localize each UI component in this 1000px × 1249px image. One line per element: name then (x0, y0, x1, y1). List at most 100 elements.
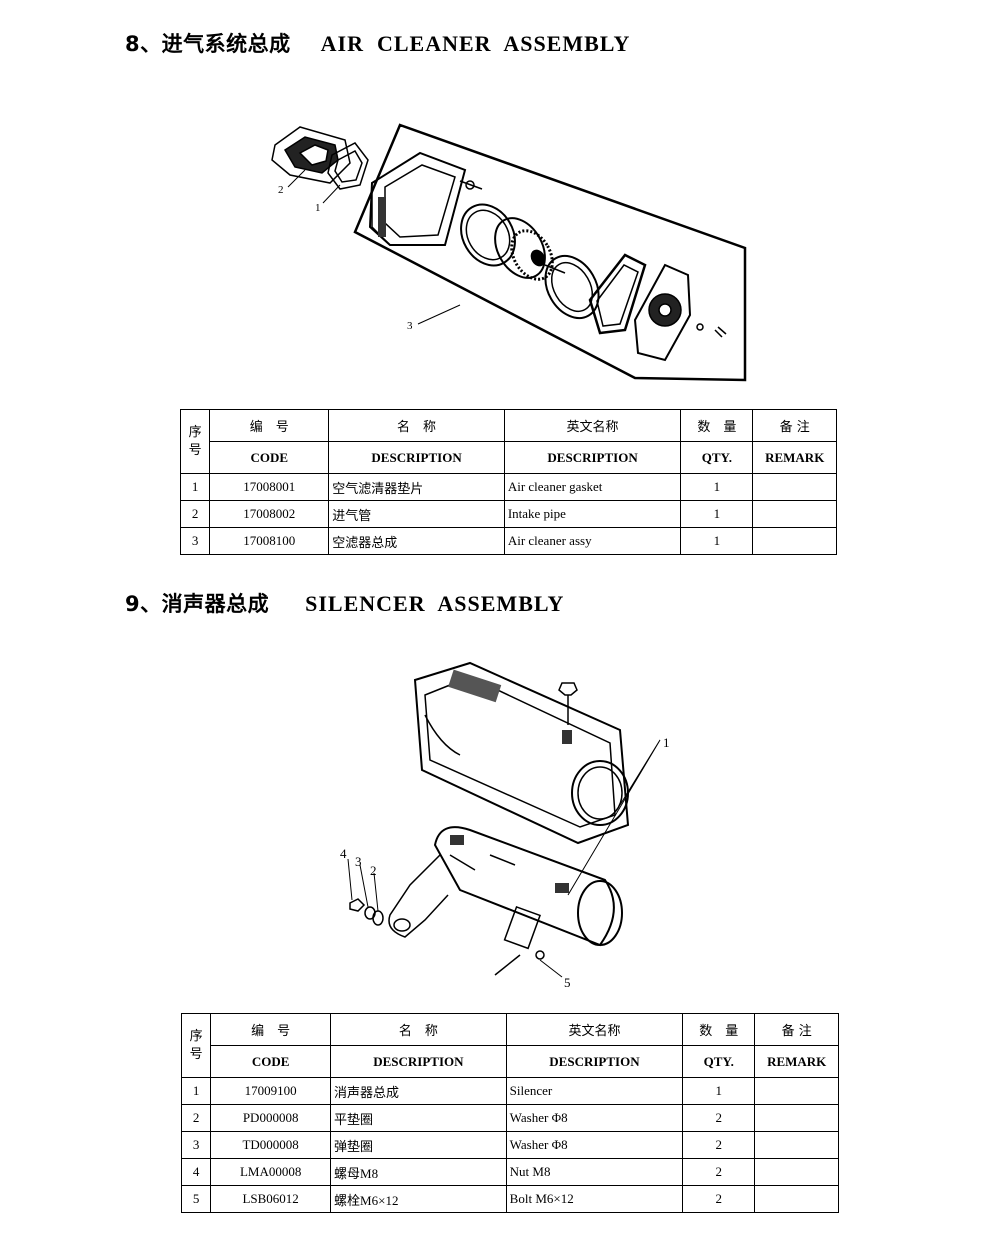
row-code: PD000008 (210, 1104, 332, 1132)
row-desc-en: Nut M8 (505, 1158, 684, 1186)
row-remark (754, 1185, 839, 1213)
table-row: 1 17008001 空气滤清器垫片 Air cleaner gasket 1 (179, 473, 837, 501)
parts-table-silencer: 序 号 编 号 名 称 英文名称 数 量 备 注 CODE DESCRIPTIO… (180, 1013, 839, 1213)
row-qty: 1 (680, 473, 754, 501)
header-seq: 序 号 (179, 409, 211, 474)
row-no: 1 (179, 473, 211, 501)
row-remark (752, 527, 837, 555)
row-remark (752, 500, 837, 528)
section-number-cn: 8、进气系统总成 (125, 32, 291, 56)
row-desc-cn: 空滤器总成 (328, 527, 505, 555)
row-desc-cn: 消声器总成 (330, 1077, 507, 1105)
row-remark (752, 473, 837, 501)
callout-3: 3 (355, 854, 362, 869)
row-code: LSB06012 (210, 1185, 332, 1213)
header-edesc-en: DESCRIPTION (505, 1045, 684, 1078)
row-no: 4 (180, 1158, 212, 1186)
header-remark-cn: 备 注 (752, 409, 837, 442)
row-qty: 2 (682, 1185, 756, 1213)
cleaner-housing-drawing (368, 151, 467, 246)
header-qty-en: QTY. (680, 441, 754, 474)
header-remark-cn: 备 注 (754, 1013, 839, 1046)
row-remark (754, 1104, 839, 1132)
row-code: 17008001 (209, 473, 330, 501)
callout-2: 2 (370, 863, 377, 878)
row-qty: 1 (680, 500, 754, 528)
header-code-cn: 编 号 (209, 409, 330, 442)
section-title-en: SILENCER ASSEMBLY (305, 591, 565, 616)
row-qty: 2 (682, 1131, 756, 1159)
callout-1: 1 (663, 735, 670, 750)
row-qty: 2 (682, 1158, 756, 1186)
row-remark (754, 1158, 839, 1186)
header-remark-en: REMARK (752, 441, 837, 474)
row-qty: 1 (682, 1077, 756, 1105)
filter-element-drawing (494, 217, 554, 281)
heat-shield-drawing (413, 661, 630, 845)
row-remark (754, 1077, 839, 1105)
muffler-drawing (388, 826, 623, 976)
section-title-en: AIR CLEANER ASSEMBLY (320, 31, 631, 56)
callout-1: 1 (315, 202, 321, 214)
section-number-cn: 9、消声器总成 (125, 592, 270, 616)
header-desc-en: DESCRIPTION (330, 1045, 507, 1078)
row-desc-en: Washer Φ8 (505, 1104, 684, 1132)
table-row: 2 PD000008 平垫圈 Washer Φ8 2 (180, 1104, 839, 1132)
row-no: 2 (179, 500, 211, 528)
header-qty-cn: 数 量 (680, 409, 754, 442)
row-desc-cn: 平垫圈 (330, 1104, 507, 1132)
row-desc-cn: 空气滤清器垫片 (328, 473, 505, 501)
header-edesc-cn: 英文名称 (505, 1013, 684, 1046)
table-row: 1 17009100 消声器总成 Silencer 1 (180, 1077, 839, 1105)
intake-pipe-drawing (271, 126, 351, 184)
header-desc-en: DESCRIPTION (328, 441, 505, 474)
callout-4: 4 (340, 846, 347, 861)
header-code-cn: 编 号 (210, 1013, 332, 1046)
header-qty-cn: 数 量 (682, 1013, 756, 1046)
gasket-drawing (327, 142, 369, 190)
callout-2: 2 (278, 184, 284, 196)
header-edesc-en: DESCRIPTION (503, 441, 682, 474)
row-desc-en: Air cleaner assy (503, 527, 682, 555)
row-qty: 1 (680, 527, 754, 555)
table-row: 3 17008100 空滤器总成 Air cleaner assy 1 (179, 527, 837, 555)
row-no: 5 (180, 1185, 212, 1213)
row-desc-en: Silencer (505, 1077, 684, 1105)
header-qty-en: QTY. (682, 1045, 756, 1078)
air-cleaner-exploded-diagram: 2 1 3 (271, 123, 747, 382)
row-desc-en: Intake pipe (503, 500, 682, 528)
callout-5: 5 (564, 975, 571, 990)
header-edesc-cn: 英文名称 (503, 409, 682, 442)
table-row: 4 LMA00008 螺母M8 Nut M8 2 (180, 1158, 839, 1186)
parts-table-air-cleaner: 序 号 编 号 名 称 英文名称 数 量 备 注 CODE DESCRIPTIO… (179, 409, 837, 555)
row-no: 3 (179, 527, 211, 555)
header-desc-cn: 名 称 (330, 1013, 507, 1046)
row-code: 17009100 (210, 1077, 332, 1105)
row-qty: 2 (682, 1104, 756, 1132)
table-row: 2 17008002 进气管 Intake pipe 1 (179, 500, 837, 528)
row-code: TD000008 (210, 1131, 332, 1159)
header-seq-label: 序 号 (188, 424, 202, 458)
section-title-silencer: 9、消声器总成 SILENCER ASSEMBLY (125, 588, 564, 618)
header-remark-en: REMARK (754, 1045, 839, 1078)
header-seq-label: 序 号 (189, 1028, 203, 1062)
header-code-en: CODE (210, 1045, 332, 1078)
row-desc-en: Washer Φ8 (505, 1131, 684, 1159)
row-code: 17008100 (209, 527, 330, 555)
row-no: 3 (180, 1131, 212, 1159)
row-code: 17008002 (209, 500, 330, 528)
row-desc-cn: 弹垫圈 (330, 1131, 507, 1159)
row-no: 2 (180, 1104, 212, 1132)
callout-3: 3 (407, 320, 413, 332)
table-row: 5 LSB06012 螺栓M6×12 Bolt M6×12 2 (180, 1185, 839, 1213)
row-desc-cn: 螺栓M6×12 (330, 1185, 507, 1213)
silencer-exploded-diagram: 1 2 3 4 5 (340, 661, 670, 990)
header-desc-cn: 名 称 (328, 409, 505, 442)
cleaner-cover-drawing (633, 263, 692, 362)
row-remark (754, 1131, 839, 1159)
row-desc-en: Bolt M6×12 (505, 1185, 684, 1213)
row-desc-en: Air cleaner gasket (503, 473, 682, 501)
header-code-en: CODE (209, 441, 330, 474)
section-title-air-cleaner: 8、进气系统总成 AIR CLEANER ASSEMBLY (125, 28, 630, 58)
table-row: 3 TD000008 弹垫圈 Washer Φ8 2 (180, 1131, 839, 1159)
